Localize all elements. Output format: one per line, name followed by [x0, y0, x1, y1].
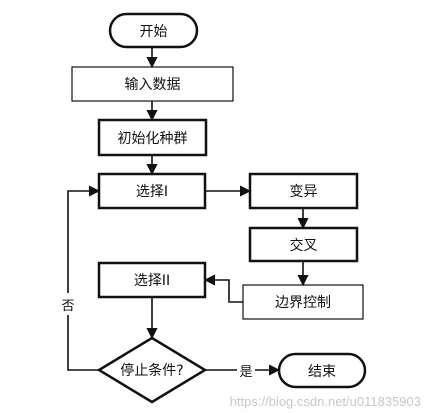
stop-condition-diamond — [96, 336, 208, 404]
yes-label: 是 — [239, 364, 253, 380]
start-node — [108, 12, 199, 49]
end-label: 结束 — [308, 363, 336, 380]
no-label: 否 — [61, 298, 75, 314]
watermark-text: https://blog.csdn.net/u011835903 — [229, 394, 421, 409]
boundary-control-label: 边界控制 — [275, 295, 331, 311]
crossover-label: 交叉 — [289, 237, 318, 254]
boundary-control-box — [242, 284, 364, 320]
mutation-label: 变异 — [289, 184, 318, 200]
init-population-label: 初始化种群 — [117, 130, 188, 147]
stop-condition-label: 停止条件? — [120, 363, 184, 379]
input-data-label: 输入数据 — [124, 77, 181, 93]
input-data-box — [71, 66, 234, 102]
select-i-label: 选择I — [135, 184, 169, 200]
select-ii-label: 选择II — [133, 273, 171, 289]
arrow-boundary-to-select-ii — [203, 274, 243, 303]
start-label: 开始 — [139, 23, 168, 40]
arrow-condition-loop-back — [67, 185, 101, 371]
